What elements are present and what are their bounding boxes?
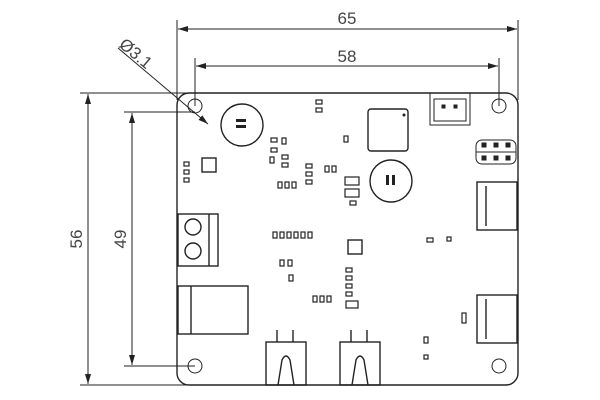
dimension-label-49: 49 xyxy=(111,230,130,249)
mounting-hole xyxy=(187,358,203,374)
dimension-width-65: 65 xyxy=(178,9,517,32)
mounting-hole xyxy=(491,358,507,374)
dimension-height-49: 49 xyxy=(111,113,135,365)
dimension-label-58: 58 xyxy=(338,47,357,66)
dimension-width-58: 58 xyxy=(196,47,498,69)
terminal-block xyxy=(177,213,219,267)
usb-connector-1 xyxy=(476,181,518,231)
dimension-label-56: 56 xyxy=(67,230,86,249)
smd-passives xyxy=(183,99,467,360)
jst-connector-2 xyxy=(339,330,381,386)
dimension-label-65: 65 xyxy=(338,9,357,28)
dc-jack xyxy=(177,285,249,335)
extension-lines xyxy=(80,20,519,386)
usb-connector-2 xyxy=(476,294,518,344)
top-connector xyxy=(429,92,471,126)
dimension-height-56: 56 xyxy=(67,94,91,384)
pin-header xyxy=(475,139,517,165)
dimension-hole-diameter: Ø3.1 xyxy=(115,35,209,125)
capacitor-1 xyxy=(220,103,264,147)
capacitor-2 xyxy=(369,159,413,203)
small-ic xyxy=(201,157,217,173)
mounting-hole xyxy=(187,98,203,114)
mounting-hole xyxy=(491,98,507,114)
mounting-holes xyxy=(187,98,507,374)
dimension-label-hole: Ø3.1 xyxy=(115,35,155,73)
small-ic xyxy=(347,239,363,255)
jst-connector-1 xyxy=(265,330,307,386)
main-ic xyxy=(367,108,409,152)
